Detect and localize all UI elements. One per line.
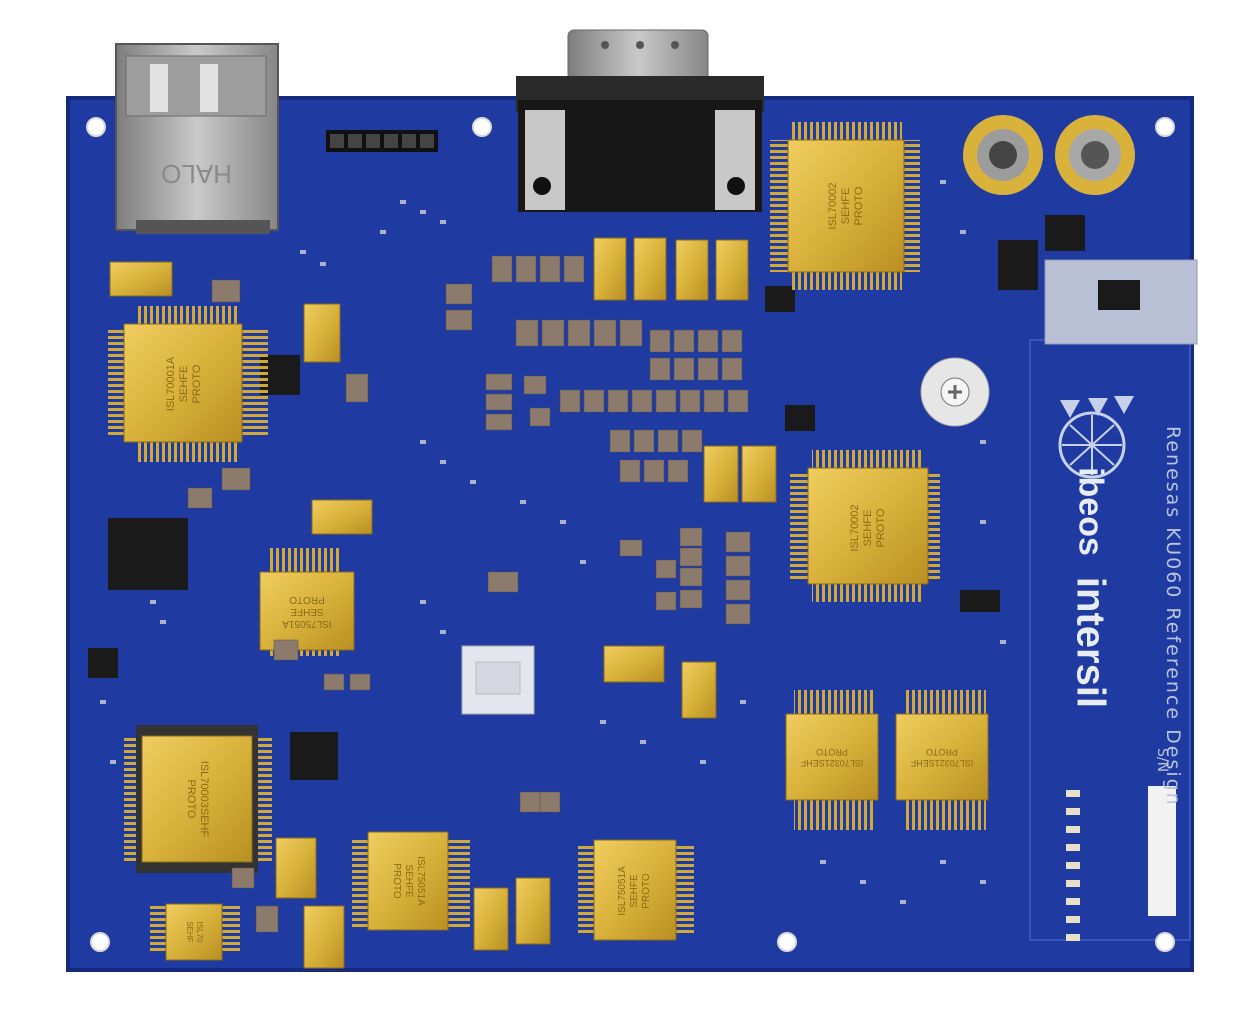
chip-label-isl70001-left: ISL70001A SEHFE PROTO — [138, 338, 230, 430]
chip-isl70002-top — [770, 122, 920, 290]
chip-label-isl70321-b: ISL70321SEHF PROTO — [896, 732, 988, 782]
chip-text: PROTO — [852, 186, 865, 226]
sma-connector-2 — [1055, 115, 1135, 195]
ethernet-jack: HALO — [115, 43, 279, 234]
chip-text: ISL75051A — [617, 866, 628, 916]
mounting-hole — [1155, 117, 1175, 137]
chip-text: PROTO — [190, 364, 203, 404]
white-module — [461, 645, 535, 715]
ibeos-logo: ibeos — [1071, 467, 1110, 556]
chip-label-small-bottom: ISL70 SEHF — [172, 904, 216, 960]
mounting-hole — [472, 117, 492, 137]
chip-isl75051-bottom-b — [578, 839, 694, 941]
chip-text: SEHFE — [839, 187, 852, 225]
chip-text: PROTO — [926, 747, 958, 757]
db9-connector — [516, 29, 764, 212]
chip-isl75051-mid — [259, 548, 355, 656]
chip-isl70002-mid — [790, 450, 940, 602]
mounting-hole — [86, 117, 106, 137]
chip-text: ISL70002 — [826, 182, 839, 230]
chip-text: PROTO — [641, 873, 652, 909]
chip-text: SEHFE — [177, 365, 190, 403]
mounting-hole — [1155, 932, 1175, 952]
serial-number-label: S/N — [1154, 747, 1171, 773]
board-title: Renesas KU060 Reference Design — [1162, 426, 1184, 807]
chip-isl75051-bottom-a — [352, 831, 470, 931]
mounting-hole — [90, 932, 110, 952]
svg-text:HALO: HALO — [161, 159, 232, 189]
intersil-logo: intersil — [1068, 576, 1113, 709]
chip-text: PROTO — [289, 594, 325, 605]
mounting-holes — [86, 117, 1175, 952]
chip-text: PROTO — [391, 863, 402, 899]
potentiometer — [920, 357, 990, 427]
chip-text: SEHFE — [403, 864, 414, 898]
slide-switch — [1044, 259, 1198, 345]
chip-isl70321-b — [895, 690, 989, 830]
chip-label-isl75051-mid: ISL75051A SEHFE PROTO — [262, 576, 352, 646]
chip-text: PROTO — [874, 508, 887, 548]
chip-isl70003-bottom — [124, 725, 272, 873]
sma-connector-1 — [963, 115, 1043, 195]
chip-label-isl75051-bottom-b: ISL75051A SEHFE PROTO — [600, 846, 670, 936]
chip-label-isl70003-bottom: ISL70003SEHF PROTO — [154, 752, 240, 846]
status-leds — [1066, 790, 1080, 941]
chip-text: ISL70321SEHF — [910, 758, 974, 768]
chip-text: ISL70 — [195, 921, 204, 943]
chip-isl70001-left — [108, 306, 268, 462]
chip-label-isl70002-top: ISL70002 SEHFE PROTO — [800, 160, 892, 252]
chip-text: ISL75051A — [282, 618, 332, 629]
chip-isl70321-a — [785, 690, 879, 830]
chip-text: ISL70001A — [164, 356, 177, 412]
chip-text: PROTO — [816, 747, 848, 757]
chip-text: PROTO — [185, 779, 197, 819]
mounting-hole — [777, 932, 797, 952]
ibeos-logo-icon — [1058, 396, 1134, 479]
mlcc-capacitors — [187, 255, 751, 933]
chip-text: ISL70002 — [848, 504, 861, 552]
black-ic — [88, 215, 1085, 780]
chip-text: ISL70321SEHF — [800, 758, 864, 768]
chip-text: SEHF — [185, 921, 194, 943]
chip-label-isl70321-a: ISL70321SEHF PROTO — [786, 732, 878, 782]
chip-text: SEHFE — [629, 874, 640, 908]
tantalum-capacitors — [109, 237, 777, 969]
pin-header-top — [326, 130, 438, 152]
serial-number-box — [1148, 786, 1176, 916]
chip-label-isl75051-bottom-a: ISL75051A SEHFE PROTO — [373, 837, 443, 925]
chip-small-bottom — [150, 903, 240, 961]
smd-components — [100, 180, 1006, 904]
chip-text: SEHFE — [290, 606, 324, 617]
chip-text: ISL70003SEHF — [198, 760, 210, 838]
chip-text: SEHFE — [861, 509, 874, 547]
chip-text: ISL75051A — [415, 856, 426, 906]
chip-label-isl70002-mid: ISL70002 SEHFE PROTO — [822, 482, 914, 574]
